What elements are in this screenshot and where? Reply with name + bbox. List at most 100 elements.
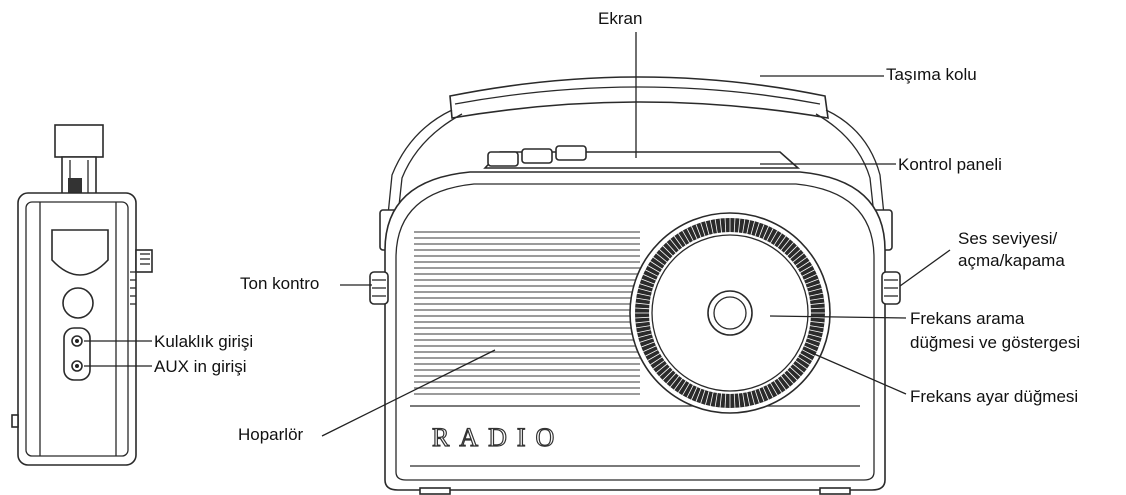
dial-tick <box>682 230 691 244</box>
dial-tick <box>655 252 669 263</box>
dial-tick <box>709 219 714 235</box>
dial-tick <box>641 278 656 285</box>
label-kulaklik-girisi: Kulaklık girişi <box>154 332 253 351</box>
dial-tick <box>638 333 653 338</box>
dial-tick <box>647 352 661 361</box>
dial-tick <box>636 325 652 329</box>
leader-frekans-arama <box>769 315 907 319</box>
dial-tick <box>643 273 658 281</box>
label-tasima-kolu: Taşıma kolu <box>886 65 977 84</box>
dial-tick <box>765 384 774 398</box>
dial-tick <box>754 222 760 238</box>
dial-tick <box>669 238 680 252</box>
control-button-2 <box>521 148 553 164</box>
label-ton-kontrol: Ton kontro <box>240 274 319 293</box>
dial-tick <box>639 283 655 289</box>
dial-tick <box>783 372 794 384</box>
radio-body-inner <box>395 183 875 481</box>
label-aux-girisi: AUX in girişi <box>154 357 247 376</box>
dial-tick <box>733 218 736 234</box>
dial-tick <box>737 218 741 234</box>
dial-tick <box>662 369 674 381</box>
foot-right <box>819 487 851 495</box>
dial-tick <box>677 233 687 247</box>
dial-tick <box>754 388 760 404</box>
dial-tick <box>719 392 723 408</box>
dial-tick <box>808 292 824 297</box>
dial-tick <box>645 348 659 357</box>
dial-tick <box>737 392 741 408</box>
dial-tick <box>773 379 783 393</box>
dial-tick <box>799 352 813 361</box>
dial-tick <box>652 359 666 370</box>
radio-front-view: RADIO <box>369 76 901 495</box>
dial-tick <box>809 320 825 324</box>
side-ribs <box>130 271 136 305</box>
handle-arm-left <box>387 109 453 216</box>
dial-tick <box>662 245 674 257</box>
leader-hoparlor <box>321 349 496 437</box>
dial-tick <box>636 292 652 297</box>
leader-ses-seviyesi <box>899 249 951 287</box>
dial-tick <box>780 238 791 252</box>
side-handle-base <box>51 229 109 276</box>
dial-tick <box>786 369 798 381</box>
dial-tick <box>636 329 652 334</box>
dial-tick <box>809 316 825 319</box>
dial-tick <box>635 307 651 310</box>
control-button-1 <box>487 151 519 167</box>
dial-tick <box>796 356 810 366</box>
dial-tick <box>742 391 746 407</box>
dial-tick <box>733 392 736 408</box>
dial-tick <box>700 388 706 404</box>
dial-tick <box>762 385 770 400</box>
dial-tick <box>786 245 798 257</box>
side-round-button <box>62 287 94 319</box>
dial-tick <box>762 226 770 241</box>
dial-tick <box>794 359 808 370</box>
dial-tick <box>789 249 801 260</box>
label-kontrol-paneli: Kontrol paneli <box>898 155 1002 174</box>
side-foot <box>11 414 19 428</box>
handle-arm-right <box>825 109 885 216</box>
dial-tick <box>714 219 718 235</box>
dial-tick <box>776 235 787 249</box>
dial-tick <box>635 320 651 324</box>
label-frekans-ayar: Frekans ayar düğmesi <box>910 387 1078 406</box>
speaker-grille <box>414 231 640 395</box>
side-jack-panel <box>63 327 91 381</box>
dial-tick <box>638 288 653 293</box>
dial-tick <box>724 218 727 234</box>
dial-tick <box>650 260 664 270</box>
dial-tick <box>758 224 765 239</box>
dial-tick <box>783 242 794 254</box>
dial-tick <box>709 391 714 407</box>
dial-tick <box>705 221 710 236</box>
dial-tick <box>742 219 746 235</box>
dial-tick <box>807 288 822 293</box>
dial-tick <box>636 297 652 301</box>
dial-tick <box>655 363 669 374</box>
side-handle-top <box>54 124 104 158</box>
dial-ticks <box>635 218 825 408</box>
dial-tick <box>808 297 824 301</box>
dial-tick <box>746 219 751 235</box>
dial-tick <box>652 256 666 267</box>
dial-tick <box>639 337 655 343</box>
dial-tick <box>647 265 661 274</box>
dial-tick <box>746 391 751 407</box>
dial-tick <box>769 382 778 396</box>
radio-side-view <box>11 124 153 466</box>
dial-tick <box>690 385 698 400</box>
dial-tick <box>750 390 755 405</box>
dial-tick <box>780 374 791 388</box>
label-ses-seviyesi: Ses seviyesi/ <box>958 229 1057 248</box>
dial-tick <box>802 273 817 281</box>
dial-tick <box>686 384 695 398</box>
dial-tick <box>802 345 817 353</box>
dial-tick <box>794 256 808 267</box>
dial-tick <box>635 302 651 306</box>
dial-tick <box>808 325 824 329</box>
dial-tick <box>801 269 815 278</box>
